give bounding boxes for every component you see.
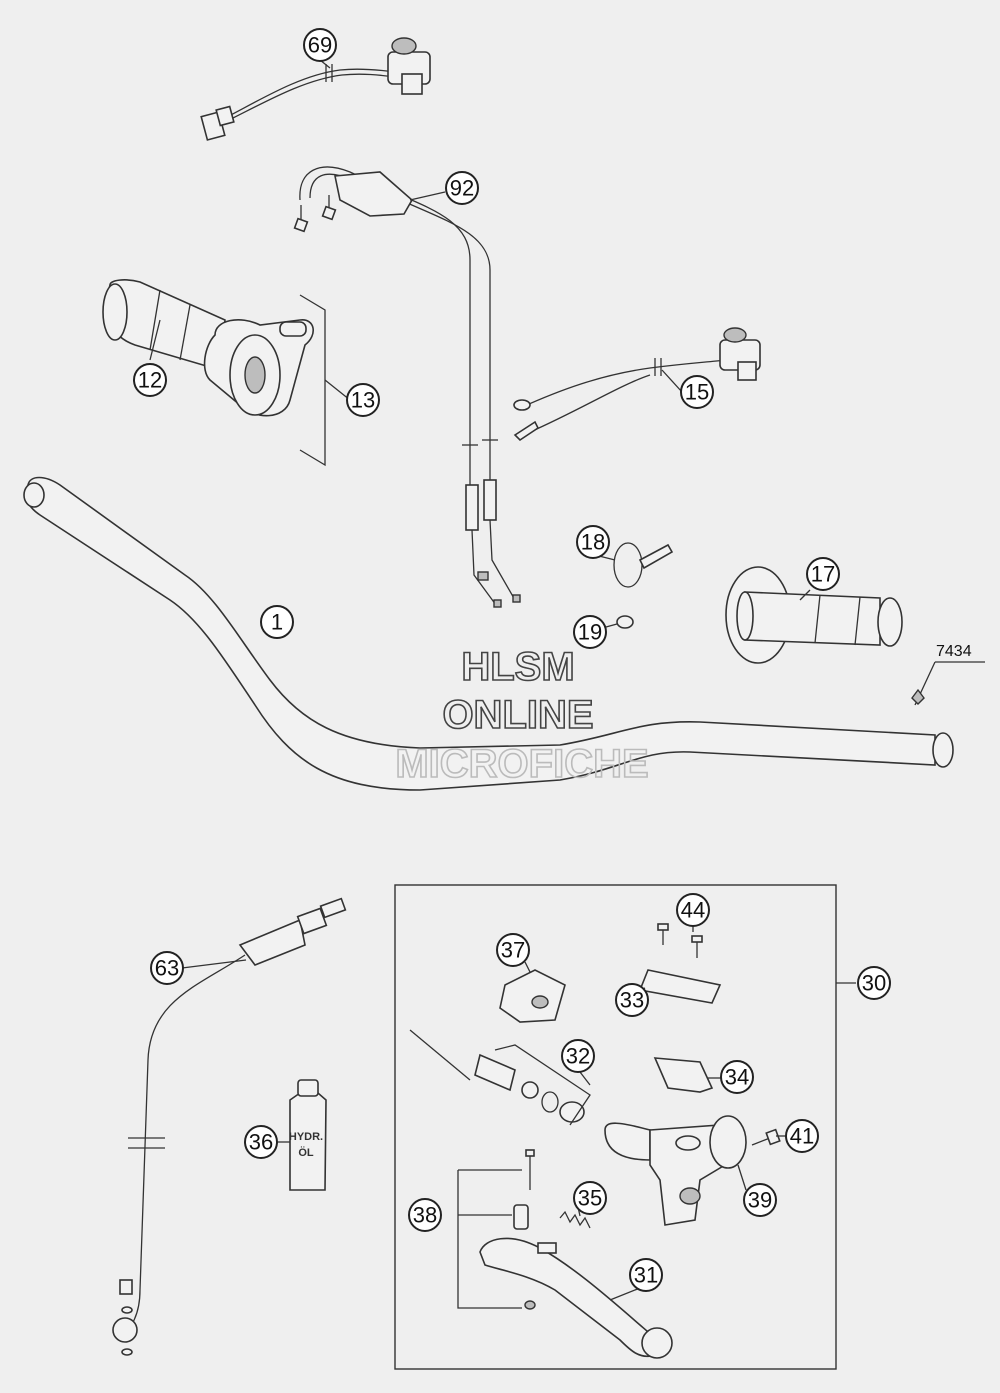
brake-lever-31 xyxy=(479,1237,673,1359)
callout-38: 38 xyxy=(408,1198,442,1232)
svg-text:15: 15 xyxy=(685,380,709,405)
svg-text:18: 18 xyxy=(581,530,605,555)
svg-text:34: 34 xyxy=(725,1065,749,1090)
svg-text:39: 39 xyxy=(748,1188,772,1213)
callout-37: 37 xyxy=(496,933,530,967)
callout-35: 35 xyxy=(573,1181,607,1215)
svg-text:41: 41 xyxy=(790,1124,814,1149)
cable-tie-18 xyxy=(613,542,674,588)
callout-1: 1 xyxy=(260,605,294,639)
throttle-housing-13 xyxy=(203,294,326,467)
svg-text:38: 38 xyxy=(413,1203,437,1228)
clamp-37 xyxy=(499,969,566,1023)
callout-32: 32 xyxy=(561,1039,595,1073)
callout-13: 13 xyxy=(346,383,380,417)
kill-switch-69 xyxy=(200,37,431,141)
watermark-line3: MICROFICHE xyxy=(395,742,648,786)
svg-text:17: 17 xyxy=(811,562,835,587)
callout-17: 17 xyxy=(806,557,840,591)
svg-text:19: 19 xyxy=(578,620,602,645)
reservoir-cover-33 xyxy=(638,969,722,1004)
brake-assembly-box-30 xyxy=(394,884,856,1370)
svg-text:69: 69 xyxy=(308,33,332,58)
reference-7434: 7434 xyxy=(911,643,985,706)
svg-text:33: 33 xyxy=(620,988,644,1013)
svg-text:30: 30 xyxy=(862,971,886,996)
switch-15 xyxy=(513,327,761,442)
callout-31: 31 xyxy=(629,1258,663,1292)
svg-text:37: 37 xyxy=(501,938,525,963)
throttle-cables-92 xyxy=(293,166,521,608)
bolt-41 xyxy=(751,1128,781,1146)
callout-39: 39 xyxy=(743,1183,777,1217)
spring-35 xyxy=(559,1210,591,1229)
svg-text:44: 44 xyxy=(681,898,705,923)
hydraulic-line-63 xyxy=(112,897,347,1356)
svg-text:12: 12 xyxy=(138,368,162,393)
bottle-label-line1: HYDR. xyxy=(289,1131,323,1143)
watermark: HLSM ONLINE MICROFICHE xyxy=(395,644,650,787)
callout-44: 44 xyxy=(676,893,710,927)
svg-text:35: 35 xyxy=(578,1186,602,1211)
callout-41: 41 xyxy=(785,1119,819,1153)
svg-text:13: 13 xyxy=(351,388,375,413)
callout-69: 69 xyxy=(303,28,337,62)
oil-bottle-36: HYDR. ÖL xyxy=(289,1079,327,1191)
watermark-line2: ONLINE xyxy=(442,693,593,737)
master-cylinder-39 xyxy=(604,1115,747,1226)
callout-33: 33 xyxy=(615,983,649,1017)
reference-code-text: 7434 xyxy=(936,643,972,660)
nut-19 xyxy=(616,615,634,629)
svg-text:92: 92 xyxy=(450,176,474,201)
watermark-line1: HLSM xyxy=(461,645,574,689)
screws-44 xyxy=(657,923,703,958)
svg-text:36: 36 xyxy=(249,1130,273,1155)
svg-text:31: 31 xyxy=(634,1263,658,1288)
svg-text:63: 63 xyxy=(155,956,179,981)
throttle-grip-12 xyxy=(102,279,226,372)
callout-30: 30 xyxy=(857,966,891,1000)
callout-36: 36 xyxy=(244,1125,278,1159)
svg-text:1: 1 xyxy=(271,610,283,635)
piston-kit-32 xyxy=(409,1029,591,1126)
callout-12: 12 xyxy=(133,363,167,397)
callout-18: 18 xyxy=(576,525,610,559)
callout-92: 92 xyxy=(445,171,479,205)
bottle-label-line2: ÖL xyxy=(298,1146,314,1159)
callout-19: 19 xyxy=(573,615,607,649)
callout-15: 15 xyxy=(680,375,714,409)
callout-63: 63 xyxy=(150,951,184,985)
callout-34: 34 xyxy=(720,1060,754,1094)
handlebar-1 xyxy=(23,476,954,791)
reservoir-34 xyxy=(653,1057,714,1093)
pivot-38 xyxy=(457,1149,536,1310)
svg-text:32: 32 xyxy=(566,1044,590,1069)
grip-17 xyxy=(725,566,903,664)
